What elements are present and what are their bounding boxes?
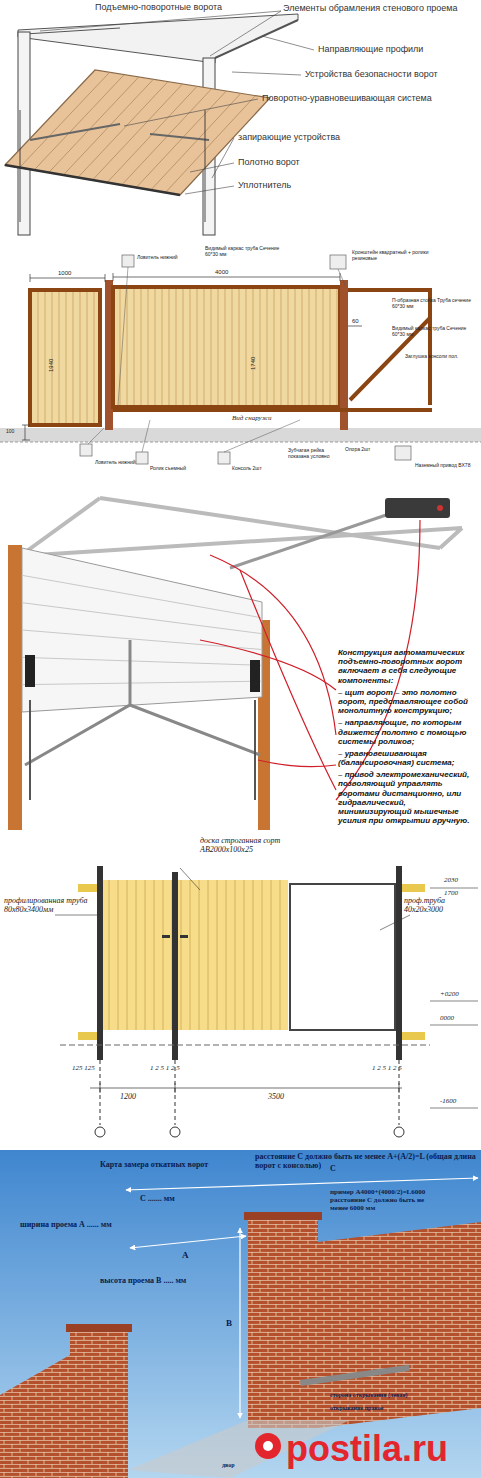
part-label: Наземный привод BX78 — [415, 463, 477, 469]
part-label: Заглушка консоли пол. — [405, 354, 477, 360]
text-block: Конструкция автоматических подъемно-пово… — [338, 648, 476, 685]
field: высота проема В ..... мм — [100, 1276, 230, 1285]
material-label: профилированная труба 80х80х3400мм — [4, 896, 96, 914]
note: двор — [222, 1462, 252, 1469]
note: сторона открывания (левая) — [330, 1392, 450, 1399]
part-label: Видимый каркас труба Сечение 60*30 мм — [205, 246, 285, 258]
text-block: – уравновешивающая (балансировочная) сис… — [338, 749, 476, 767]
level-mark: 1700 — [444, 889, 478, 897]
text-block: – направляющие, по которым движется поло… — [338, 718, 476, 746]
sliding-gate-figure — [0, 255, 481, 464]
dimension: 60 — [352, 318, 366, 325]
dimension: 125 125 — [72, 1064, 122, 1072]
level-mark: 0000 — [440, 1014, 478, 1022]
dimension: 1200 — [120, 1092, 150, 1101]
callout-label: Элементы обрамления стенового проема — [283, 3, 479, 13]
up-and-over-gate-figure — [5, 11, 314, 235]
part-label: Видимый каркас труба Сечение 60*30 мм — [392, 326, 478, 338]
dimension: 4000 — [215, 269, 245, 276]
dimension: 1000 — [58, 270, 88, 277]
part-label: Опора 2шт — [345, 447, 390, 453]
part-label: Ловитель нижний — [137, 255, 197, 261]
callout-label: Направляющие профили — [318, 44, 478, 54]
level-mark: +0200 — [440, 990, 478, 998]
callout-label: Поворотно-уравновешивающая система — [262, 93, 479, 103]
part-label: Кронштейн квадратный + ролики резиновые — [352, 250, 438, 262]
text-block: – привод электромеханический, позволяющи… — [338, 770, 476, 825]
part-label: П-образная стойка Труба сечение 60*30 мм — [392, 298, 478, 310]
dimension: 1 2 5 1 2 5 — [372, 1064, 422, 1072]
dimension-letter: А — [182, 1250, 196, 1260]
material-label: проф.труба 40х20х3000 — [404, 896, 478, 914]
field: ширина проема А ...... мм — [20, 1220, 170, 1229]
field: С ....... мм — [140, 1194, 220, 1203]
callout-label: Уплотнитель — [238, 180, 338, 190]
part-label: Ролик съемный — [150, 466, 205, 472]
dimension-letter: В — [226, 1318, 240, 1328]
level-mark: 2030 — [444, 876, 478, 884]
watermark: postila.ru — [286, 1428, 476, 1469]
note: открывание правое — [330, 1405, 430, 1412]
title-label: Подъемно-поворотные ворота — [95, 2, 275, 12]
dimension: 3500 — [268, 1092, 298, 1101]
note: пример А4000+(4000/2)=L6000 расстояние С… — [330, 1188, 438, 1212]
callout-label: Полотно ворот — [238, 157, 358, 167]
note: расстояние С должно быть не менее А+(А/2… — [255, 1152, 477, 1170]
part-label: Зубчатая рейка показана условно — [288, 448, 343, 460]
dimension: 1940 — [48, 359, 55, 372]
text-block: – щит ворот – это полотно ворот, предста… — [338, 688, 476, 716]
dimension: 100 — [6, 429, 22, 435]
level-mark: -1600 — [440, 1097, 478, 1105]
card-title: Карта замера откатных ворот — [100, 1160, 250, 1169]
material-label: доска строганная сорт АВ2000х100х25 — [200, 836, 300, 854]
callout-label: запирающие устройства — [238, 132, 408, 142]
callout-label: Устройства безопасности ворот — [305, 69, 479, 79]
dimension: 1 2 5 1 2 5 — [150, 1064, 200, 1072]
part-label: Консоль 2шт — [232, 466, 282, 472]
dimension-letter: С — [330, 1164, 344, 1173]
part-label: Ловитель нижний — [95, 460, 150, 466]
measurement-card-figure — [0, 1150, 481, 1478]
dimension: 1740 — [250, 357, 257, 370]
view-label: Вид снаружи — [232, 414, 302, 422]
swing-gate-figure — [55, 866, 478, 1137]
